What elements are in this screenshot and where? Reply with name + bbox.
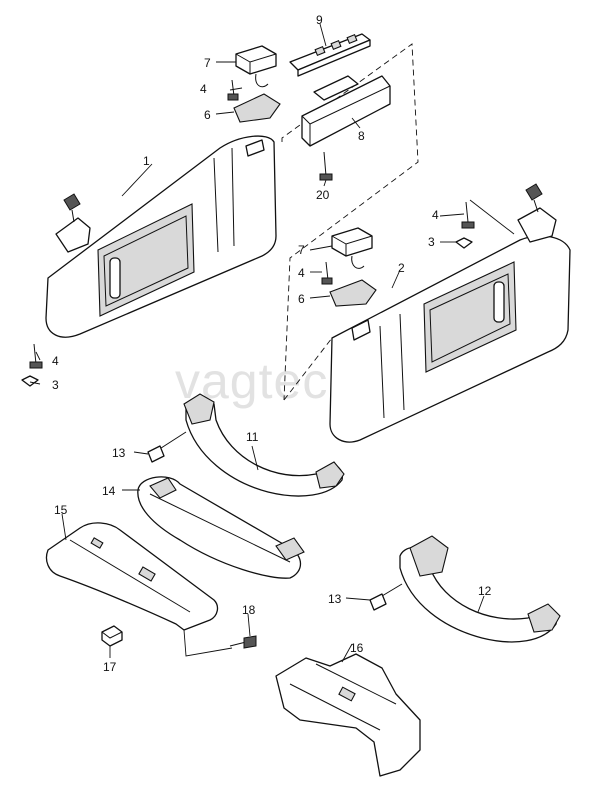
callout-4-lower: 4 xyxy=(298,266,305,280)
callout-4-top: 4 xyxy=(200,82,207,96)
callout-12: 12 xyxy=(478,584,492,598)
callout-6-top: 6 xyxy=(204,108,211,122)
part-15-base-bracket xyxy=(45,522,219,631)
part-18-screw xyxy=(229,635,257,649)
clip-group-top xyxy=(227,45,281,123)
screws-right-visor xyxy=(455,201,475,249)
screws-left-visor xyxy=(21,343,43,387)
callout-17: 17 xyxy=(103,660,117,674)
part-14-bracket xyxy=(137,476,305,579)
callout-20: 20 xyxy=(316,188,330,202)
sun-visor-right xyxy=(329,183,571,443)
part-16-bracket xyxy=(275,653,421,777)
callout-7-lower: 7 xyxy=(298,243,305,257)
callout-4-left: 4 xyxy=(52,354,59,368)
part-8-lamp xyxy=(301,75,391,147)
callout-3-left: 3 xyxy=(52,378,59,392)
callout-labels: 1 2 3 4 3 4 4 6 7 7 4 6 8 9 20 11 12 13 … xyxy=(52,13,492,674)
callout-16: 16 xyxy=(350,641,364,655)
callout-9: 9 xyxy=(316,13,323,27)
grouping-dashed-lines xyxy=(281,43,419,401)
part-13-screw-upper xyxy=(147,431,187,463)
part-20-screw xyxy=(319,151,333,181)
callout-3-right: 3 xyxy=(428,235,435,249)
part-12-grab-handle xyxy=(399,535,561,643)
callout-18: 18 xyxy=(242,603,256,617)
callout-1: 1 xyxy=(143,154,150,168)
callout-7-top: 7 xyxy=(204,56,211,70)
callout-2: 2 xyxy=(398,261,405,275)
leader-lines xyxy=(29,23,515,663)
clip-group-lower xyxy=(321,227,377,307)
part-13-screw-lower xyxy=(369,583,403,611)
part-11-grab-handle xyxy=(183,393,345,497)
callout-13-lower: 13 xyxy=(328,592,342,606)
callout-15: 15 xyxy=(54,503,68,517)
sun-visor-left xyxy=(45,135,277,338)
callout-6-lower: 6 xyxy=(298,292,305,306)
callout-13-upper: 13 xyxy=(112,446,126,460)
callout-14: 14 xyxy=(102,484,116,498)
callout-11: 11 xyxy=(246,430,259,444)
callout-8: 8 xyxy=(358,129,365,143)
part-9-plate xyxy=(289,33,371,77)
part-17-nut xyxy=(101,625,123,647)
callout-4-right: 4 xyxy=(432,208,439,222)
